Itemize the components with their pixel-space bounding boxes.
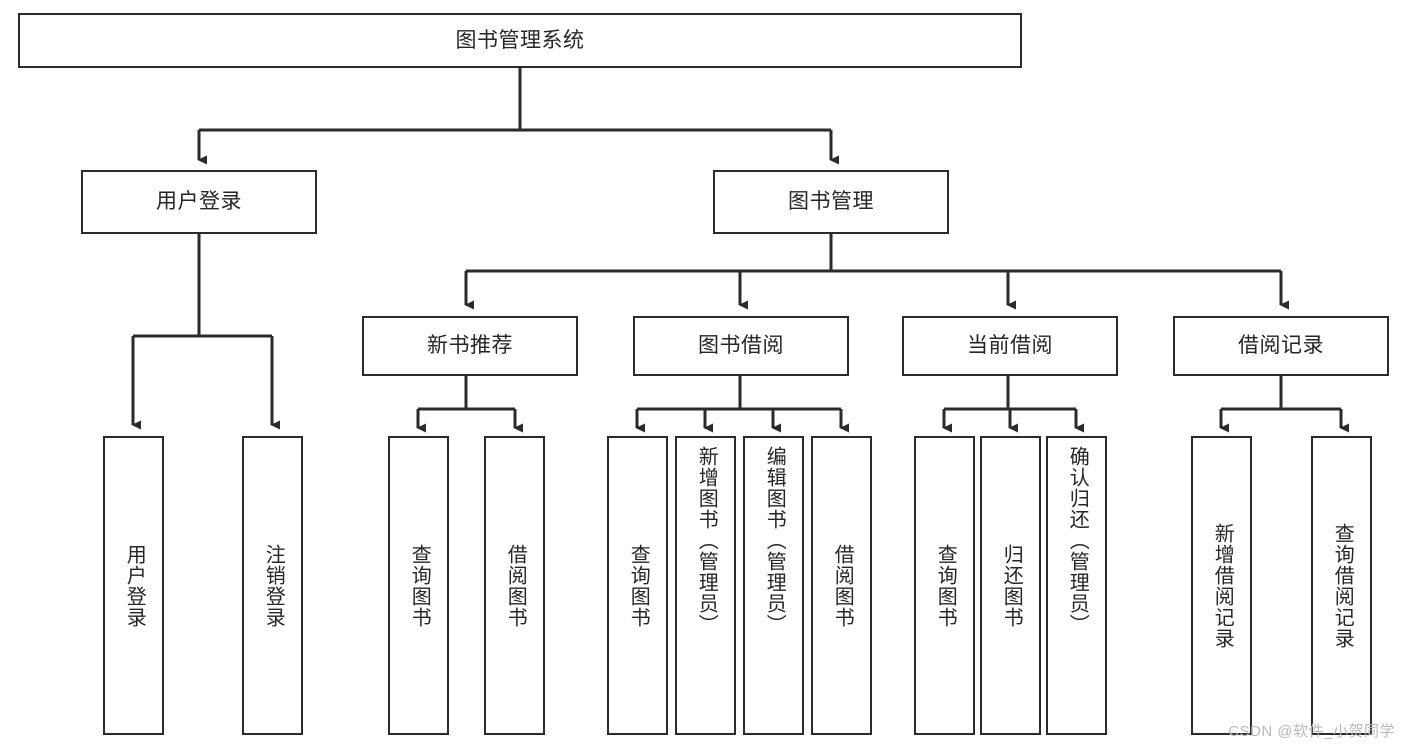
node-new-book-recommend-label: 新书推荐 xyxy=(427,334,513,358)
leaf-query-book-2[interactable]: 查询图书 xyxy=(607,436,668,735)
leaf-add-record-label: 新增借阅记录 xyxy=(1211,522,1234,649)
leaf-return-book[interactable]: 归还图书 xyxy=(980,436,1041,735)
node-root[interactable]: 图书管理系统 xyxy=(18,13,1022,68)
leaf-user-logout[interactable]: 注销登录 xyxy=(242,436,303,735)
leaf-query-record-label: 查询借阅记录 xyxy=(1331,522,1354,649)
leaf-confirm-return[interactable]: 确认归还（管理员） xyxy=(1046,436,1107,735)
leaf-borrow-book-1[interactable]: 借阅图书 xyxy=(484,436,545,735)
leaf-query-book-3-label: 查询图书 xyxy=(934,543,957,628)
node-new-book-recommend[interactable]: 新书推荐 xyxy=(362,316,578,376)
leaf-user-login[interactable]: 用户登录 xyxy=(103,436,164,735)
node-book-management-label: 图书管理 xyxy=(788,190,874,214)
leaf-borrow-book-2-label: 借阅图书 xyxy=(831,543,854,628)
leaf-edit-book[interactable]: 编辑图书（管理员） xyxy=(743,436,804,735)
leaf-user-logout-label: 注销登录 xyxy=(262,543,285,628)
node-book-borrow-label: 图书借阅 xyxy=(698,334,784,358)
leaf-query-record[interactable]: 查询借阅记录 xyxy=(1311,436,1372,735)
leaf-confirm-return-label: 确认归还（管理员） xyxy=(1066,446,1089,635)
node-borrow-record[interactable]: 借阅记录 xyxy=(1173,316,1389,376)
leaf-borrow-book-1-label: 借阅图书 xyxy=(504,543,527,628)
leaf-add-record[interactable]: 新增借阅记录 xyxy=(1191,436,1252,735)
leaf-query-book-3[interactable]: 查询图书 xyxy=(914,436,975,735)
node-current-borrow-label: 当前借阅 xyxy=(967,334,1053,358)
leaf-user-login-label: 用户登录 xyxy=(123,543,146,628)
csdn-watermark: CSDN @软件_小贺同学 xyxy=(1228,723,1395,740)
node-root-label: 图书管理系统 xyxy=(455,28,585,52)
leaf-query-book-1-label: 查询图书 xyxy=(408,543,431,628)
leaf-borrow-book-2[interactable]: 借阅图书 xyxy=(811,436,872,735)
node-user-login[interactable]: 用户登录 xyxy=(81,170,317,234)
leaf-query-book-1[interactable]: 查询图书 xyxy=(388,436,449,735)
leaf-add-book[interactable]: 新增图书（管理员） xyxy=(675,436,736,735)
node-book-management[interactable]: 图书管理 xyxy=(713,170,949,234)
node-user-login-label: 用户登录 xyxy=(156,190,242,214)
leaf-return-book-label: 归还图书 xyxy=(1000,543,1023,628)
leaf-add-book-label: 新增图书（管理员） xyxy=(695,446,718,635)
node-current-borrow[interactable]: 当前借阅 xyxy=(902,316,1118,376)
node-borrow-record-label: 借阅记录 xyxy=(1238,334,1324,358)
leaf-query-book-2-label: 查询图书 xyxy=(627,543,650,628)
node-book-borrow[interactable]: 图书借阅 xyxy=(633,316,849,376)
leaf-edit-book-label: 编辑图书（管理员） xyxy=(763,446,786,635)
